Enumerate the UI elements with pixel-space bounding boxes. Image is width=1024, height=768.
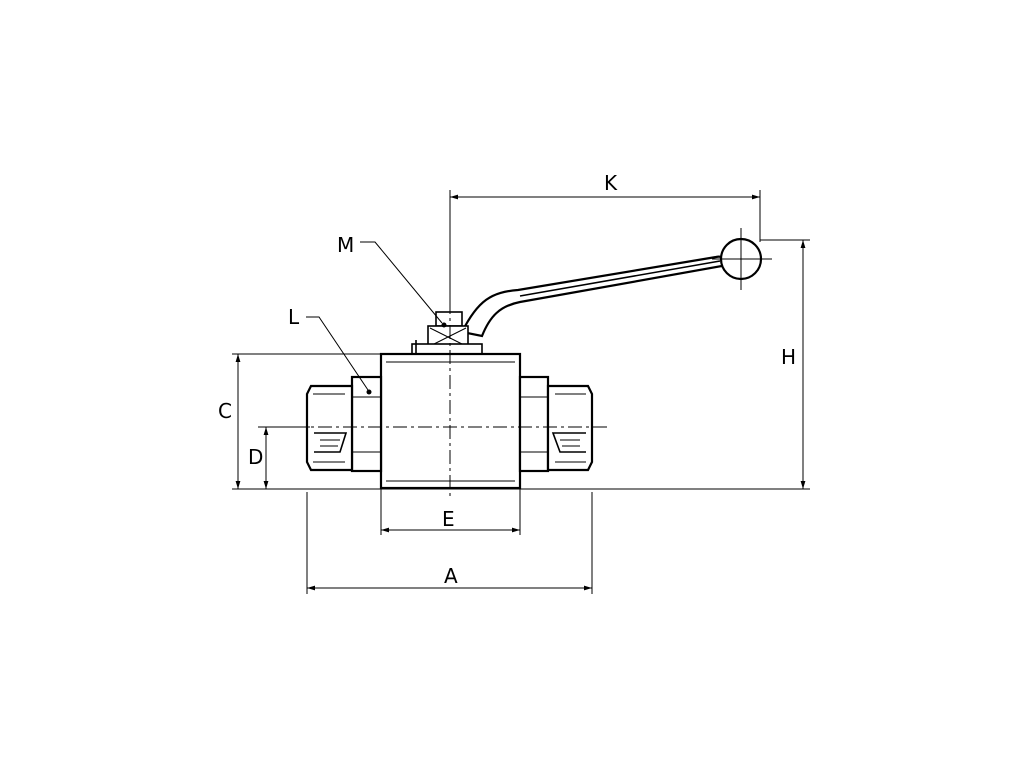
right-port (518, 375, 594, 473)
handle-lever (460, 255, 726, 338)
stem-nut (411, 311, 483, 355)
center-lines (268, 300, 608, 500)
label-L: L (288, 305, 300, 329)
left-port (305, 375, 383, 473)
handle-ball-knob (712, 228, 772, 290)
leader-lines (306, 241, 447, 395)
dimension-lines (235, 194, 806, 591)
label-H: H (781, 345, 796, 369)
label-K: K (604, 171, 618, 195)
label-M: M (337, 233, 354, 257)
label-D: D (248, 445, 263, 469)
label-A: A (444, 564, 458, 588)
label-E: E (442, 507, 455, 531)
label-C: C (218, 399, 232, 423)
